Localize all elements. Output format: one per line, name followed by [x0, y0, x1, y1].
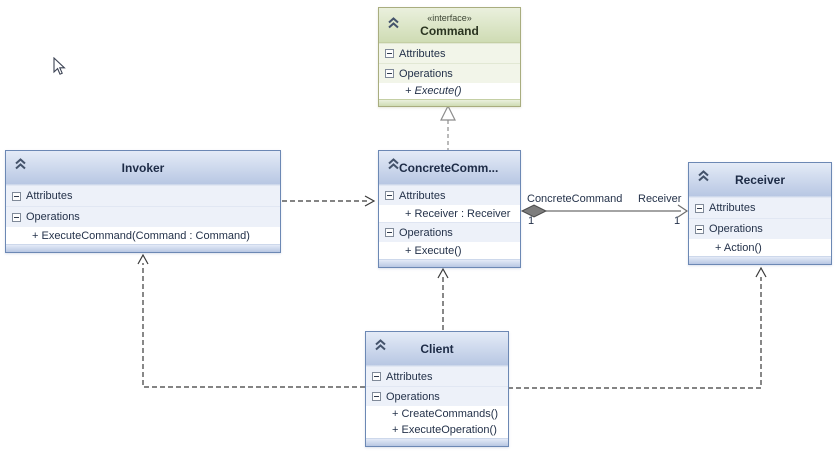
attributes-section-row[interactable]: Attributes [689, 197, 831, 218]
operations-section-row[interactable]: Operations [379, 63, 520, 83]
class-command-header[interactable]: «interface» Command [379, 8, 520, 43]
class-concrete-command[interactable]: ConcreteComm... Attributes + Receiver : … [378, 150, 521, 268]
operations-label: Operations [26, 211, 80, 223]
class-command[interactable]: «interface» Command Attributes Operation… [378, 7, 521, 107]
class-client-header[interactable]: Client [366, 332, 508, 366]
operation-item[interactable]: + ExecuteCommand(Command : Command) [6, 227, 280, 244]
operations-section-row[interactable]: Operations [689, 218, 831, 239]
collapse-chevron-icon[interactable] [385, 16, 401, 30]
operations-section-row[interactable]: Operations [379, 222, 520, 242]
class-receiver-header[interactable]: Receiver [689, 163, 831, 197]
attribute-item[interactable]: + Receiver : Receiver [379, 205, 520, 222]
collapse-chevron-icon[interactable] [695, 169, 711, 183]
association-role-source-label: ConcreteCommand [527, 193, 623, 205]
collapse-minus-icon[interactable] [12, 191, 21, 201]
dependency-arrowhead-right-icon [364, 195, 376, 207]
collapse-minus-icon[interactable] [12, 212, 21, 222]
class-title: Client [420, 341, 454, 356]
operations-section-row[interactable]: Operations [366, 386, 508, 406]
class-footer-strip [6, 244, 280, 252]
operations-section-row[interactable]: Operations [6, 206, 280, 227]
attributes-label: Attributes [709, 202, 756, 214]
class-receiver[interactable]: Receiver Attributes Operations + Action(… [688, 162, 832, 265]
attributes-section-row[interactable]: Attributes [6, 185, 280, 206]
collapse-minus-icon[interactable] [372, 392, 381, 401]
mouse-cursor-icon [53, 57, 66, 75]
class-stereotype: «interface» [427, 12, 472, 23]
collapse-minus-icon[interactable] [385, 69, 394, 78]
collapse-chevron-icon[interactable] [12, 157, 28, 171]
class-footer-strip [366, 438, 508, 446]
attributes-label: Attributes [26, 190, 73, 202]
collapse-minus-icon[interactable] [385, 191, 394, 200]
operation-item[interactable]: + Execute() [379, 242, 520, 259]
attributes-label: Attributes [399, 189, 446, 202]
attributes-label: Attributes [399, 47, 446, 60]
collapse-chevron-icon[interactable] [385, 157, 401, 171]
class-footer-strip [379, 259, 520, 267]
attributes-section-row[interactable]: Attributes [366, 366, 508, 386]
operation-item[interactable]: + ExecuteOperation() [366, 422, 508, 438]
association-multiplicity-target: 1 [674, 215, 681, 227]
dependency-arrowhead-up-icon [437, 267, 449, 279]
collapse-minus-icon[interactable] [385, 49, 394, 58]
operation-item[interactable]: + Action() [689, 239, 831, 256]
class-concrete-command-header[interactable]: ConcreteComm... [379, 151, 520, 185]
class-client[interactable]: Client Attributes Operations + CreateCom… [365, 331, 509, 447]
collapse-minus-icon[interactable] [385, 228, 394, 237]
dependency-client-to-receiver[interactable] [508, 277, 762, 389]
class-invoker-header[interactable]: Invoker [6, 151, 280, 185]
operation-item[interactable]: + Execute() [379, 83, 520, 99]
collapse-minus-icon[interactable] [372, 372, 381, 381]
association-role-target-label: Receiver [638, 193, 682, 205]
operations-label: Operations [399, 67, 453, 80]
class-footer-strip [379, 99, 520, 106]
attributes-section-row[interactable]: Attributes [379, 185, 520, 205]
class-title: Invoker [121, 160, 165, 175]
operations-label: Operations [399, 226, 453, 239]
dependency-client-to-invoker[interactable] [142, 263, 365, 388]
association-multiplicity-source: 1 [528, 215, 535, 227]
class-invoker[interactable]: Invoker Attributes Operations + ExecuteC… [5, 150, 281, 253]
attributes-label: Attributes [386, 370, 433, 383]
class-title: Receiver [734, 172, 786, 187]
class-footer-strip [689, 256, 831, 264]
class-title: Command [420, 23, 479, 38]
realization-triangle-arrowhead-icon [440, 104, 456, 121]
operations-label: Operations [709, 223, 763, 235]
class-title: ConcreteComm... [399, 160, 499, 175]
dependency-arrowhead-up-icon [137, 253, 149, 265]
collapse-chevron-icon[interactable] [372, 338, 388, 352]
collapse-minus-icon[interactable] [695, 224, 704, 234]
dependency-arrowhead-up-icon [755, 266, 767, 278]
collapse-minus-icon[interactable] [695, 203, 704, 213]
attributes-section-row[interactable]: Attributes [379, 43, 520, 63]
operations-label: Operations [386, 390, 440, 403]
operation-item[interactable]: + CreateCommands() [366, 406, 508, 422]
